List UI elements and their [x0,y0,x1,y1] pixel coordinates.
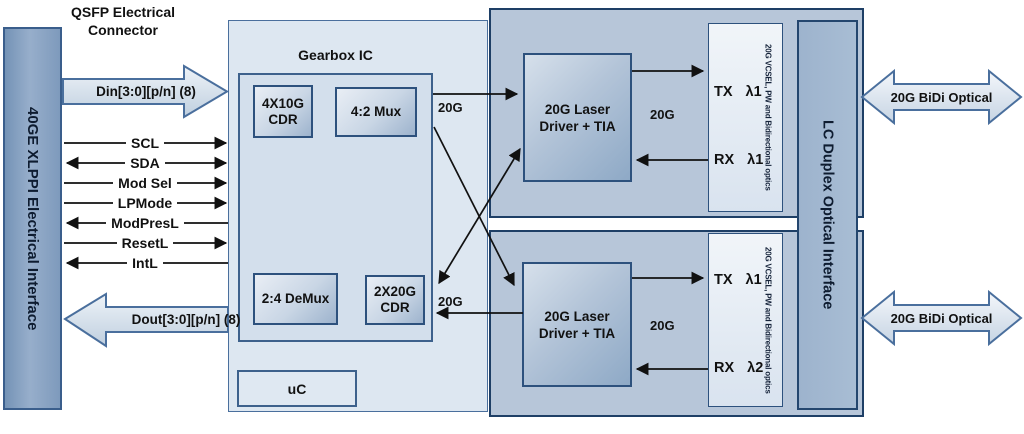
signal-row-sda: SDA [62,153,228,173]
rx-label-bottom: RX [714,360,735,376]
xlppi-interface-label: 40GE XLPPI Electrical Interface [24,106,41,331]
bidi-arrow-bottom: 20G BiDi Optical [860,289,1023,347]
block-4x10g-cdr: 4X10G CDR [253,85,313,138]
laser-driver-bottom-line1: 20G Laser [544,308,610,324]
signal-row-scl: SCL [62,133,228,153]
laser-driver-bottom-line2: Driver + TIA [538,325,616,341]
block-2x20g-cdr: 2X20G CDR [365,275,425,325]
rate-label-optical-bottom-text: 20G [650,318,675,333]
gearbox-title: Gearbox IC [238,47,433,63]
rate-label-gearbox-top-text: 20G [438,100,463,115]
bidi-arrow-bottom-shape [860,289,1023,347]
rate-label-optical-top: 20G [650,107,675,122]
block-2-4-demux: 2:4 DeMux [253,273,338,325]
signal-row-intl: IntL [62,253,228,273]
block-2-4-demux-label: 2:4 DeMux [261,291,330,306]
rate-label-optical-top-text: 20G [650,107,675,122]
optics-vertical-label-bottom: 20G VCSEL, PW and Bidirectional optics [757,234,779,406]
rate-label-gearbox-bottom: 20G [438,294,463,309]
bidi-arrow-top-label: 20G BiDi Optical [890,89,993,105]
optics-vertical-label-top-text: 20G VCSEL, PW and Bidirectional optics [763,44,773,191]
din-arrow: Din[3:0][p/n] (8) [62,63,230,120]
din-arrow-shape [62,64,229,119]
xlppi-interface-bar: 40GE XLPPI Electrical Interface [3,27,62,410]
optics-module-bottom: TX λ1 RX λ2 20G VCSEL, PW and Bidirectio… [708,233,783,407]
optics-vertical-label-top: 20G VCSEL, PW and Bidirectional optics [757,24,779,211]
optics-top-tx-row: TX λ1 [714,84,762,100]
signal-row-resetl: ResetL [62,233,228,253]
rx-wavelength-top: λ1 [747,152,764,168]
din-arrow-label: Din[3:0][p/n] (8) [96,84,196,99]
signal-label-modsel: Mod Sel [113,175,177,191]
signal-row-modpresl: ModPresL [62,213,228,233]
optics-top-rx-row: RX λ1 [714,152,763,168]
rate-label-gearbox-bottom-text: 20G [438,294,463,309]
lc-duplex-label: LC Duplex Optical Interface [819,120,836,310]
laser-driver-top-line2: Driver + TIA [539,118,616,134]
signal-label-modpresl: ModPresL [106,215,184,231]
block-4x10g-cdr-line1: 4X10G [261,95,305,111]
bidi-arrow-bottom-label: 20G BiDi Optical [890,310,993,326]
lc-duplex-bar: LC Duplex Optical Interface [797,20,858,410]
laser-driver-bottom: 20G Laser Driver + TIA [522,262,632,387]
signal-label-resetl: ResetL [116,235,174,251]
optics-module-top: TX λ1 RX λ1 20G VCSEL, PW and Bidirectio… [708,23,783,212]
signal-label-lpmode: LPMode [112,195,178,211]
dout-arrow-shape [63,292,229,348]
block-2x20g-cdr-line1: 2X20G [373,284,417,299]
rx-wavelength-bottom: λ2 [747,360,764,376]
tx-wavelength-top: λ1 [745,84,762,100]
bidi-arrow-top-shape [860,68,1023,126]
signal-label-sda: SDA [125,155,165,171]
gearbox-title-text: Gearbox IC [298,47,373,63]
optics-bottom-rx-row: RX λ2 [714,360,763,376]
rate-label-gearbox-top: 20G [438,100,463,115]
dout-arrow-label: Dout[3:0][p/n] (8) [131,311,241,327]
optics-bottom-tx-row: TX λ1 [714,272,762,288]
qsfp-connector-title-line2: Connector [88,22,158,38]
qsfp-connector-title: QSFP Electrical Connector [57,3,189,39]
signal-row-lpmode: LPMode [62,193,228,213]
rx-label-top: RX [714,152,735,168]
bidi-arrow-top: 20G BiDi Optical [860,68,1023,126]
signal-label-scl: SCL [126,135,164,151]
block-uc-label: uC [287,380,307,397]
tx-label-bottom: TX [714,272,733,288]
qsfp-connector-title-line1: QSFP Electrical [70,4,175,20]
dout-arrow: Dout[3:0][p/n] (8) [62,290,240,348]
block-4-2-mux-label: 4:2 Mux [350,104,402,119]
rate-label-optical-bottom: 20G [650,318,675,333]
optics-vertical-label-bottom-text: 20G VCSEL, PW and Bidirectional optics [763,246,773,394]
block-uc: uC [237,370,357,407]
block-4x10g-cdr-line2: CDR [268,111,298,127]
laser-driver-top-line1: 20G Laser [544,101,611,117]
signal-label-intl: IntL [127,255,163,271]
block-4-2-mux: 4:2 Mux [335,87,417,137]
tx-label-top: TX [714,84,733,100]
signal-row-modsel: Mod Sel [62,173,228,193]
tx-wavelength-bottom: λ1 [745,272,762,288]
laser-driver-top: 20G Laser Driver + TIA [523,53,632,182]
block-2x20g-cdr-line2: CDR [380,300,410,315]
